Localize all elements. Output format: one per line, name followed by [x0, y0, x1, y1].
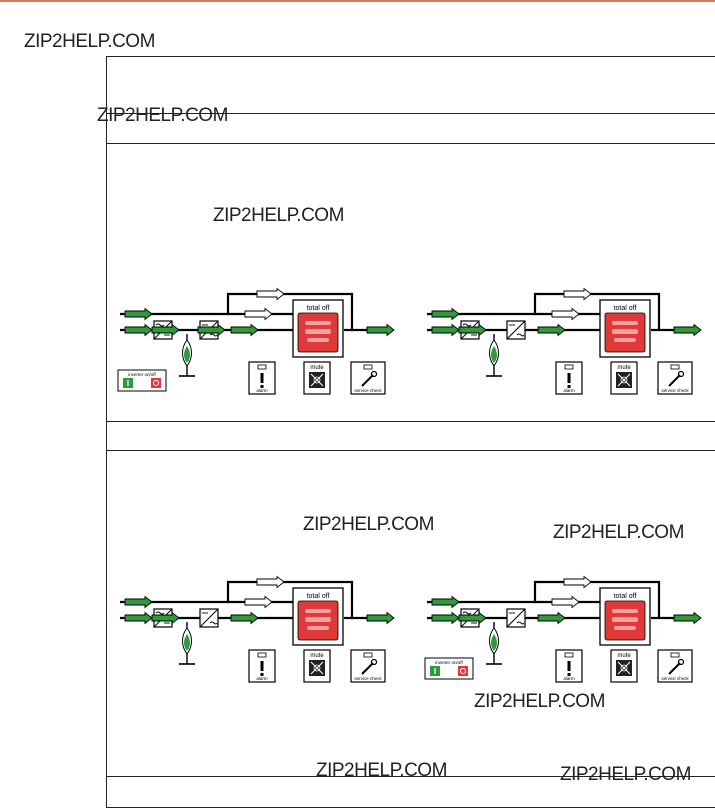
service-check-label: service check — [661, 676, 689, 681]
service-check-label: service check — [354, 676, 382, 681]
ups-diagram-a — [117, 289, 394, 395]
top-rule — [0, 0, 715, 2]
inverter-label: inverter on/off — [435, 660, 463, 665]
mute-label: mute — [310, 365, 324, 371]
mute-label: mute — [617, 365, 631, 371]
table-bottom-border — [106, 807, 715, 808]
labels-d: total off alarm mute service check inver… — [435, 593, 689, 681]
row-divider-2 — [106, 143, 715, 144]
watermark: ZIP2HELP.COM — [560, 764, 691, 785]
total-off-label: total off — [614, 305, 637, 312]
total-off-label: total off — [307, 593, 330, 600]
mute-label: mute — [310, 653, 324, 659]
ups-diagram-d — [424, 577, 701, 683]
table-left-border — [106, 56, 107, 808]
watermark: ZIP2HELP.COM — [24, 31, 155, 52]
alarm-label: alarm — [563, 676, 575, 681]
table-top-border — [106, 56, 715, 57]
row-divider-5 — [106, 776, 715, 777]
row-divider-4 — [106, 450, 715, 451]
service-check-label: service check — [354, 388, 382, 393]
watermark: ZIP2HELP.COM — [97, 105, 228, 126]
row-divider-1 — [106, 113, 715, 114]
alarm-label: alarm — [256, 676, 268, 681]
ups-diagram-c — [120, 577, 394, 683]
service-check-label: service check — [661, 388, 689, 393]
alarm-label: alarm — [563, 388, 575, 393]
inverter-label: inverter on/off — [128, 372, 156, 377]
labels-c: total off alarm mute service check — [256, 593, 382, 681]
alarm-label: alarm — [256, 388, 268, 393]
total-off-label: total off — [307, 305, 330, 312]
mute-label: mute — [617, 653, 631, 659]
watermark: ZIP2HELP.COM — [303, 514, 434, 535]
total-off-label: total off — [614, 593, 637, 600]
labels-a: total off alarm mute service check inver… — [128, 305, 382, 393]
row-divider-3 — [106, 421, 715, 422]
watermark: ZIP2HELP.COM — [213, 205, 344, 226]
ups-diagram-b — [427, 289, 701, 395]
watermark: ZIP2HELP.COM — [316, 760, 447, 781]
labels-b: total off alarm mute service check — [563, 305, 689, 393]
watermark: ZIP2HELP.COM — [553, 522, 684, 543]
watermark: ZIP2HELP.COM — [474, 691, 605, 712]
